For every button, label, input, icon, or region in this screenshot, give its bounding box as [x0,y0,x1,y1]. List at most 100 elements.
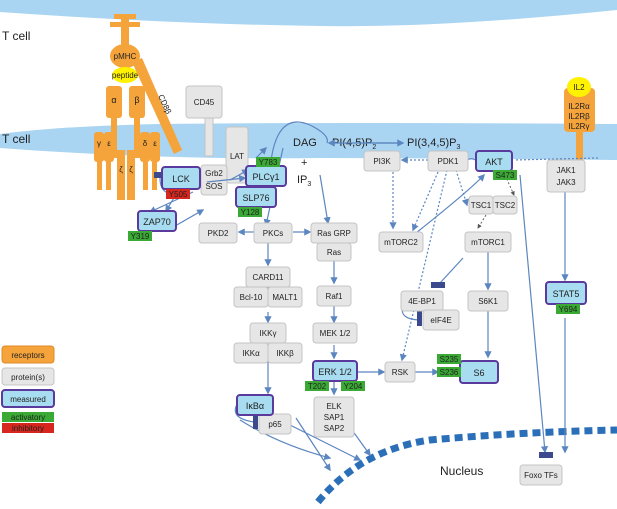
dag-label: DAG [293,137,317,149]
erk-label: ERK 1/2 [318,367,352,377]
sos-label: SOS [206,182,223,191]
ikka-label: IKKα [242,349,260,358]
tcr-complex: pMHC peptide CD8β α β γ ε δ ε ζ ζ [94,14,182,200]
inhibition-bars [154,172,553,458]
mtorc1-label: mTORC1 [471,238,505,247]
ikkg [249,322,287,344]
mek-label: MEK 1/2 [320,329,351,338]
zeta-1-label: ζ [119,165,123,174]
pi3k-label: PI3K [373,157,391,166]
jak3-label: JAK3 [556,178,576,187]
plus-label: + [301,157,307,169]
zeta-2 [127,150,135,200]
site-t202 [305,381,329,391]
sap1-label: SAP1 [324,413,345,422]
pip3-label: PI(3,4,5)P3 [407,137,461,151]
legend-proteins-label: protein(s) [11,373,45,382]
mhc-stalk [121,14,129,50]
il2r-stalk [576,130,583,175]
tcr-beta-label: β [134,95,139,105]
cd45 [185,85,223,119]
site-s473-label: S473 [496,171,515,180]
zap70-label: ZAP70 [143,217,171,227]
elk-sap [313,396,355,438]
cell-label-top: T cell [2,29,30,43]
jak1-label: JAK1 [556,166,576,175]
site-s236 [437,367,461,377]
mek [312,322,358,344]
measured-boxes: LCK ZAP70 PLCγ1 SLP76 AKT ERK 1/2 S6 IκB… [137,150,587,416]
legend-measured-label: measured [10,395,46,404]
plcg1-label: PLCγ1 [252,172,279,182]
pi3k [363,150,401,172]
eif4ebp1 [400,290,444,312]
il2rg-label: IL2Rγ [569,122,590,131]
eif4e [422,309,460,331]
site-y694-label: Y694 [559,305,578,314]
lck-label: LCK [172,174,190,184]
site-y128-label: Y128 [241,208,260,217]
legend: receptors protein(s) measured activatory… [1,345,55,433]
site-t202-label: T202 [308,382,327,391]
pdk1 [427,150,469,172]
raf1-label: Raf1 [326,292,343,301]
zeta-2-label: ζ [129,165,133,174]
site-y319 [128,231,152,241]
p65-label: p65 [268,420,282,429]
zeta-1 [117,150,125,200]
mtorc1 [464,231,512,253]
legend-measured-swatch [1,389,55,408]
legend-inhibitory-label: inhibitory [12,424,44,433]
rsk-label: RSK [392,368,409,377]
mtorc2 [378,231,424,253]
peptide [112,67,138,83]
il2ra-label: IL2Rα [568,102,590,111]
site-y783-label: Y783 [259,158,278,167]
ras-label: Ras [327,248,341,257]
cd45-label: CD45 [194,98,215,107]
eif4e-label: eIF4E [430,316,451,325]
cd8b [132,58,182,154]
elk-label: ELK [326,402,342,411]
lat [225,126,249,184]
stat5-label: STAT5 [553,289,580,299]
raf1 [316,285,352,307]
tcr-beta [129,86,145,118]
card11-label: CARD11 [253,273,285,282]
malt1 [267,286,303,308]
site-y319-label: Y319 [131,232,150,241]
rasgrp-label: Ras GRP [317,229,351,238]
rsk [384,361,416,383]
legend-receptors-label: receptors [11,351,44,360]
jak [546,159,586,193]
ip3-label: IP3 [297,174,311,188]
tsc-arrows [477,174,515,229]
nucleus-label: Nucleus [440,464,483,478]
zap70 [137,210,177,232]
cd3-eps2-label: ε [153,139,157,148]
site-s235 [437,354,461,364]
site-y128 [238,207,262,217]
site-y783 [256,157,280,167]
legend-proteins-swatch [1,367,55,386]
protein-boxes: PI3K PDK1 JAK1 JAK3 TSC1 TSC2 mTORC2 mTO… [198,150,586,486]
eif4ebp1-label: 4E-BP1 [408,297,436,306]
tsc2-label: TSC2 [495,201,516,210]
ikkb-label: IKKβ [276,349,294,358]
cd3-eps2 [150,132,160,162]
cd3-delta-label: δ [143,139,148,148]
foxo [519,464,563,486]
s6k1 [467,290,509,312]
p65 [258,413,292,435]
s6k1-label: S6K1 [478,297,498,306]
ikkg-label: IKKγ [260,329,277,338]
top-membrane [0,0,617,27]
slp76-label: SLP76 [242,193,269,203]
dotted-arrows [389,156,599,362]
tsc1-label: TSC1 [471,201,492,210]
pip2-label: PI(4,5)P2 [332,137,376,151]
s6-label: S6 [473,368,484,378]
pkcs [253,222,293,244]
lat-label: LAT [230,152,244,161]
